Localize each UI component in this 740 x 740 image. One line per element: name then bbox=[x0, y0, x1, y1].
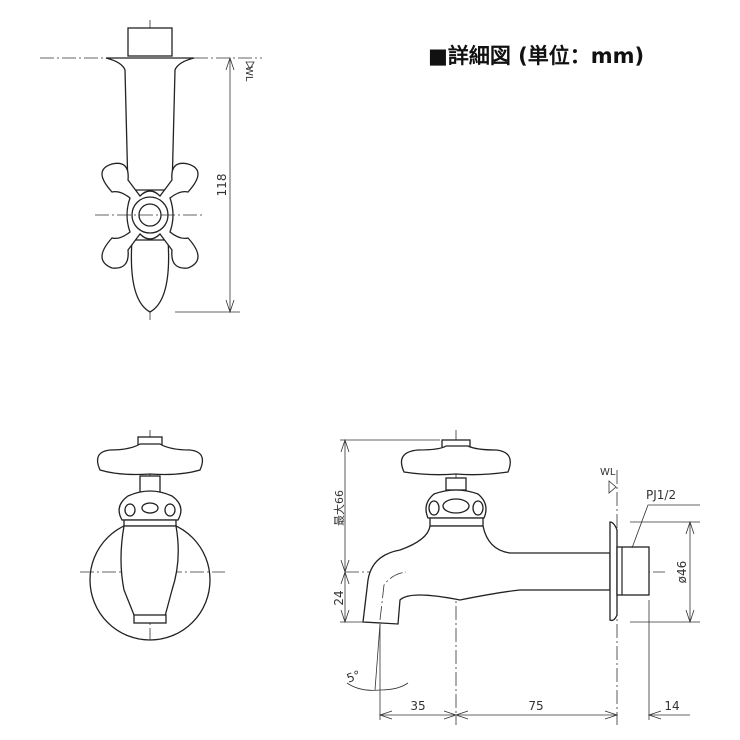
thread-length-dimension: 14 bbox=[664, 699, 679, 713]
spout-drop-dimension: 24 bbox=[332, 590, 346, 605]
thread-leader bbox=[631, 504, 700, 549]
spout-offset-dimension: 35 bbox=[410, 699, 425, 713]
flange-diameter-dimension: ø46 bbox=[675, 561, 689, 584]
drawing-title: ■詳細図 (単位：mm) bbox=[428, 44, 645, 68]
side-flange bbox=[609, 521, 618, 622]
water-level-icon bbox=[245, 61, 255, 70]
height-dimension-118: 118 bbox=[215, 174, 229, 197]
thread-label: PJ1/2 bbox=[646, 488, 676, 502]
thread-fitting bbox=[127, 27, 173, 57]
spout-body bbox=[362, 525, 611, 625]
wl-label-top: WL bbox=[243, 66, 254, 82]
reach-dimension: 75 bbox=[528, 699, 543, 713]
top-view: 118 WL bbox=[40, 20, 262, 320]
water-level-icon bbox=[608, 480, 617, 494]
handle bbox=[96, 443, 204, 476]
angle-label: 5° bbox=[345, 668, 363, 686]
max-height-dimension: 最大66 bbox=[332, 490, 346, 526]
spout-top bbox=[130, 239, 170, 313]
side-handle bbox=[400, 445, 511, 476]
side-view: 最大66 24 ø46 PJ1/2 WL 5° 35 75 14 bbox=[332, 430, 700, 725]
front-view bbox=[80, 430, 225, 641]
wl-label-side: WL bbox=[600, 467, 616, 478]
